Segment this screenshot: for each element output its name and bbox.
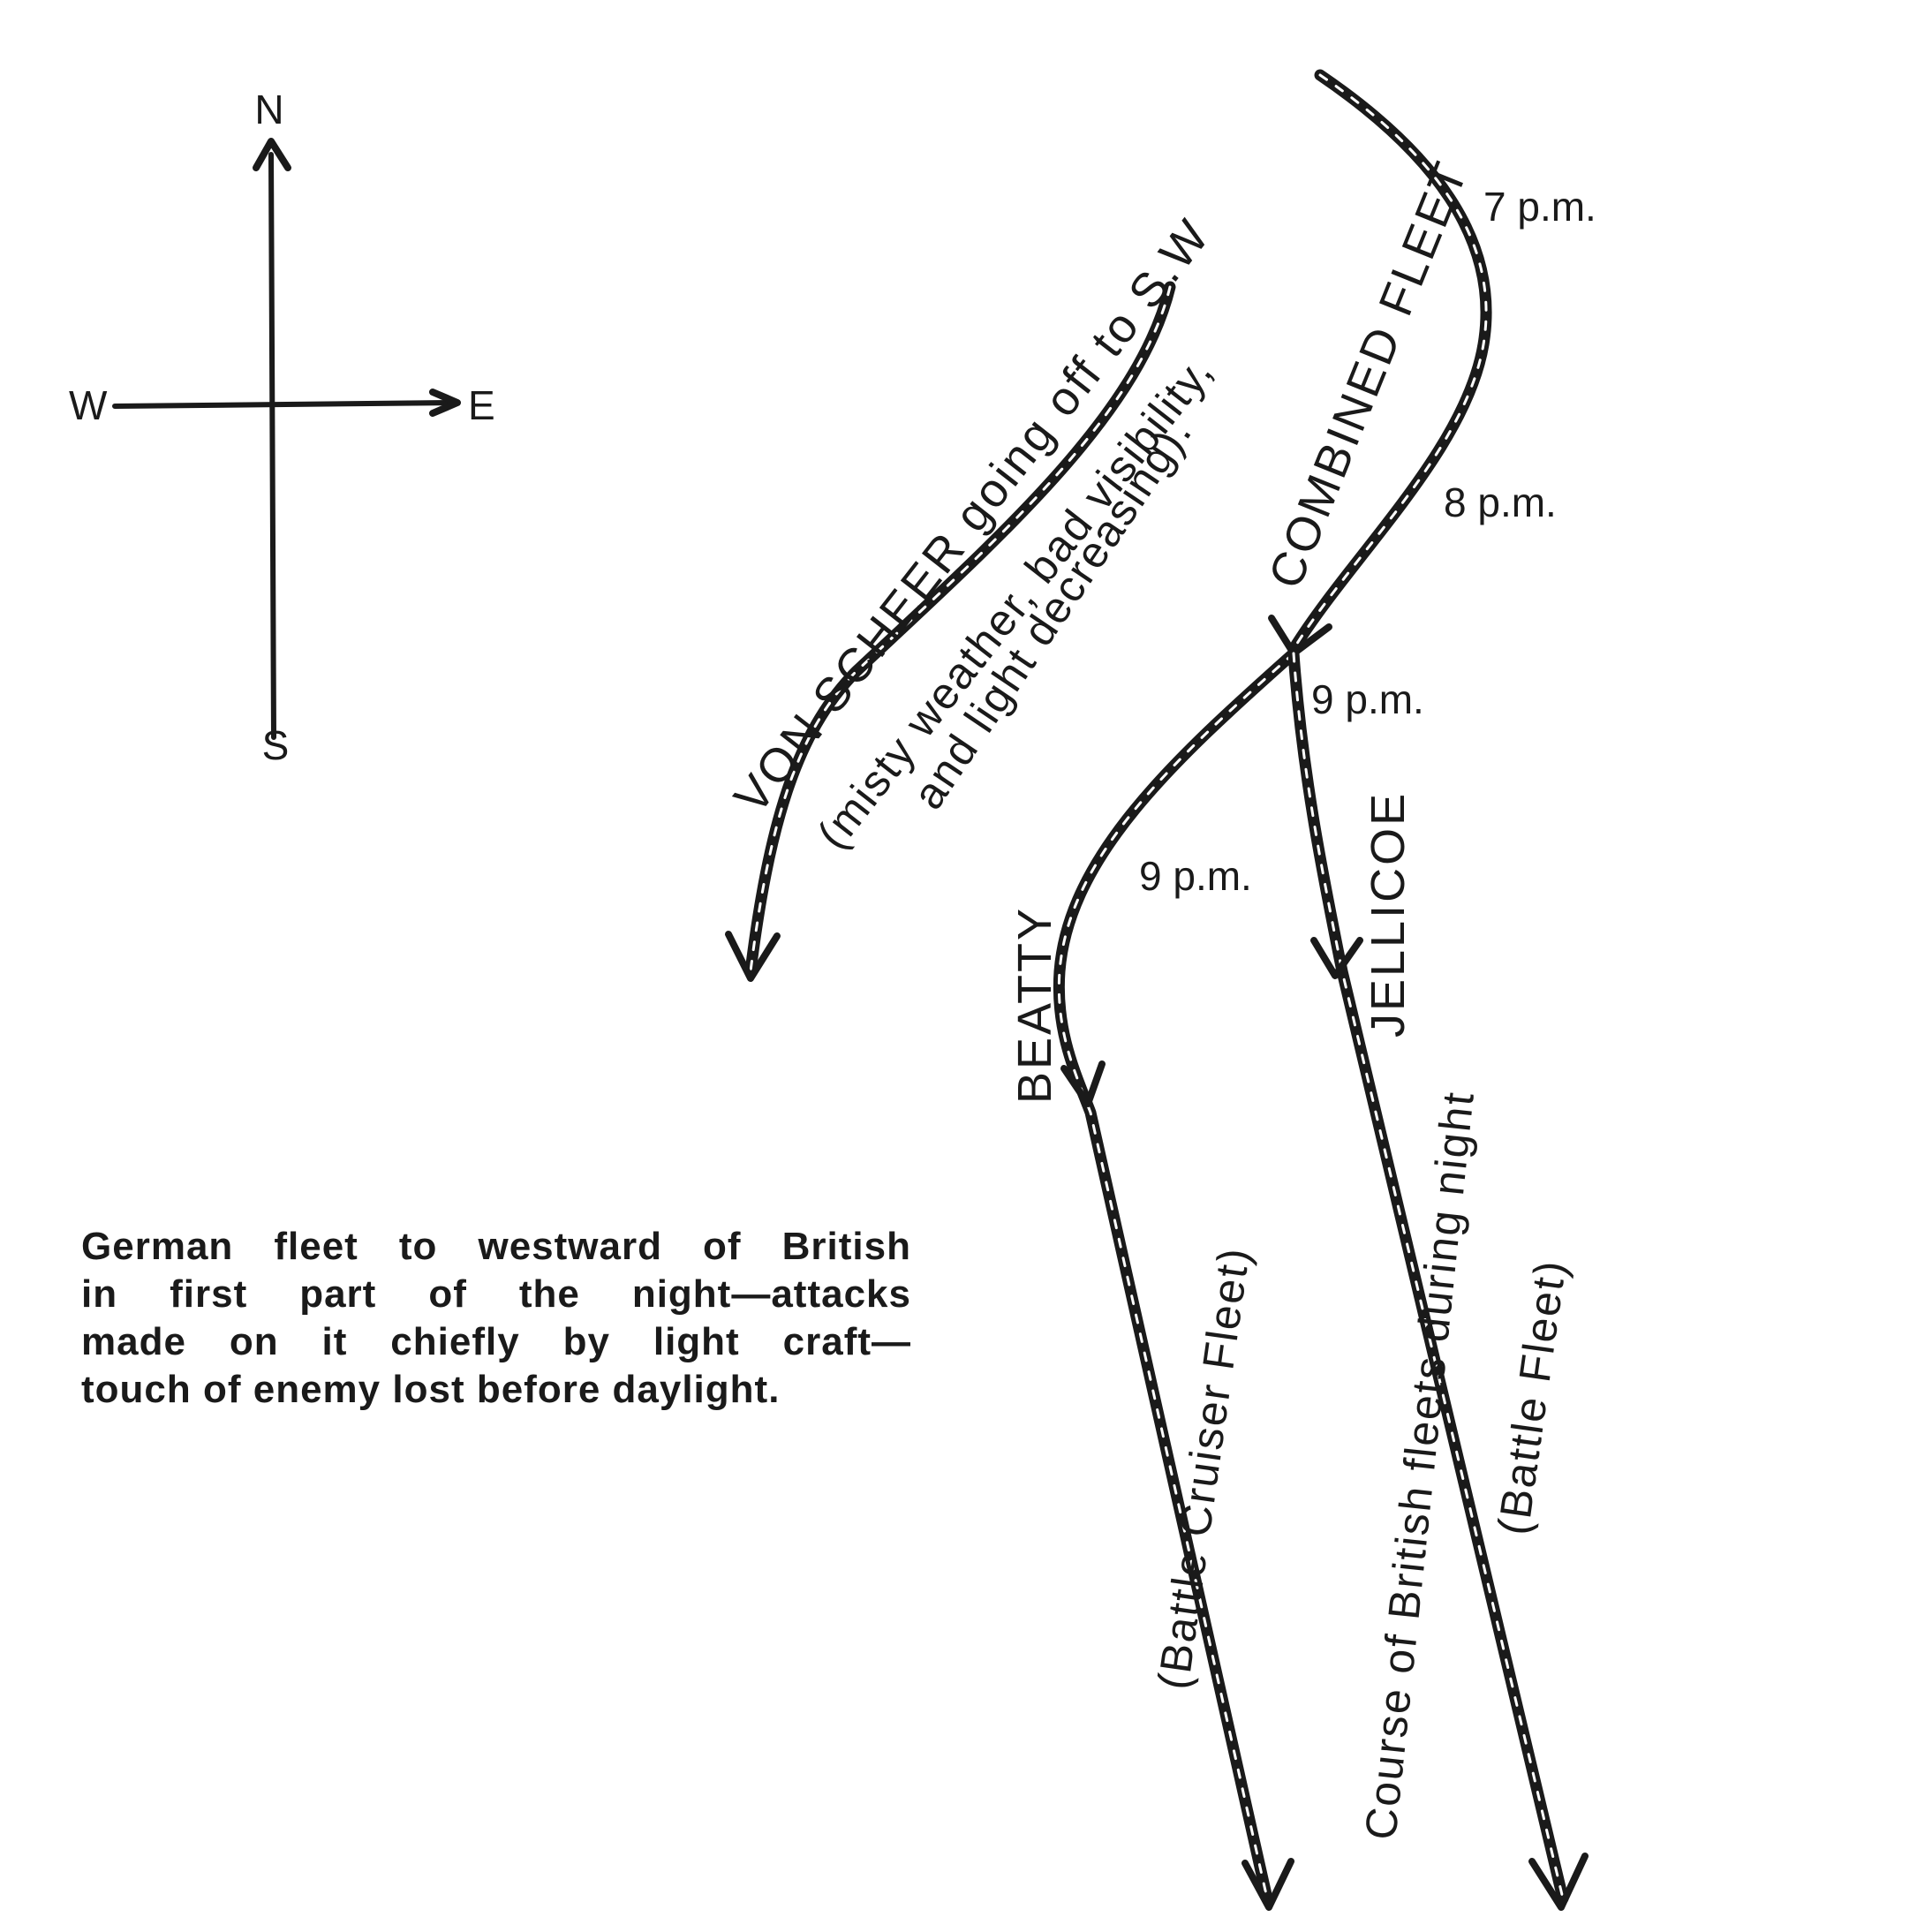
battle-fleet-label: (Battle Fleet) <box>1488 1257 1575 1538</box>
compass-east-label: E <box>468 382 495 428</box>
jellicoe-label: JELLICOE <box>1362 791 1415 1038</box>
jellicoe-mid-arrowhead <box>1310 937 1363 979</box>
time-8pm: 8 p.m. <box>1444 479 1557 525</box>
compass-north-arrowhead <box>253 138 291 171</box>
diagram-caption: German fleet to westward of British in f… <box>81 1223 911 1414</box>
von-scheer-track <box>725 281 1176 982</box>
compass-south-label: S <box>262 722 290 768</box>
von-scheer-note-line2: and light decreasing). <box>903 408 1202 818</box>
jellicoe-end-arrowhead <box>1528 1853 1589 1911</box>
caption-line-3: made on it chiefly by light craft— <box>81 1320 911 1363</box>
jellicoe-track <box>1287 647 1589 1911</box>
beatty-end-arrowhead <box>1241 1858 1294 1911</box>
compass-east-arrowhead <box>429 389 461 417</box>
compass-east-west-axis <box>112 400 457 409</box>
beatty-track <box>1053 647 1300 1911</box>
time-9pm-jellicoe: 9 p.m. <box>1311 676 1424 722</box>
compass-north-south-axis <box>268 152 276 740</box>
time-9pm-beatty: 9 p.m. <box>1139 853 1252 899</box>
time-7pm: 7 p.m. <box>1483 184 1596 230</box>
beatty-label: BEATTY <box>1008 906 1061 1104</box>
combined-fleet-label: COMBINED FLEET <box>1258 154 1478 596</box>
von-scheer-arrowhead <box>725 931 781 982</box>
caption-line-4: touch of enemy lost before daylight. <box>81 1368 781 1411</box>
beatty-mid-arrowhead <box>1060 1060 1106 1107</box>
compass-west-label: W <box>69 382 108 428</box>
compass-north-label: N <box>254 87 283 132</box>
compass: N S E W <box>69 87 495 768</box>
caption-line-1: German fleet to westward of British <box>81 1225 911 1268</box>
caption-line-2: in first part of the night—attacks <box>81 1272 911 1316</box>
